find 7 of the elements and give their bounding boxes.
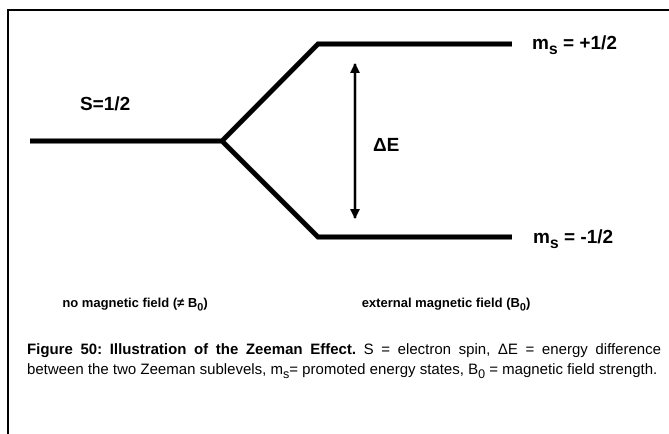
level-label: m$_{s}$ = -1/2	[533, 227, 614, 253]
energy-gap-label: ΔE	[373, 135, 400, 157]
axis-label: external magnetic field (B$_{0}$)	[360, 294, 532, 316]
axis-label: no magnetic field (≠ B$_{0}$)	[61, 294, 209, 316]
level-label: m$_{s}$ = +1/2	[532, 33, 617, 59]
spin-label: S=1/2	[80, 94, 130, 116]
figure-caption: Figure 50: Illustration of the Zeeman Effect. S = electron spin, ΔE = energy difference between the two Zeeman sublevels, m$_{s}$= promoted energy states, B$_{0}$ = magnetic field strength.	[27, 340, 661, 383]
